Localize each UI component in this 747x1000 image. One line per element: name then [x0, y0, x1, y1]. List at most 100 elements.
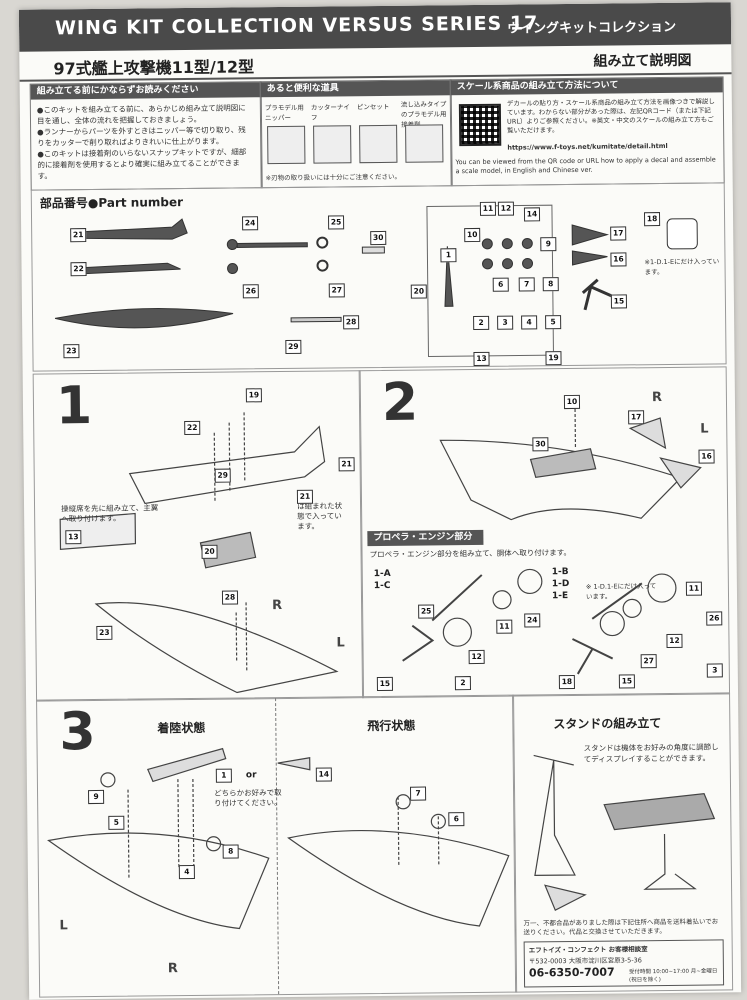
tool-label-cutter: カッターナイフ	[310, 103, 350, 122]
tools-box: あると便利な道具 プラモデル用ニッパー カッターナイフ ピンセット 流し込みタイ…	[259, 79, 453, 189]
step-2-part-label: 16	[698, 449, 715, 464]
step-2-part-label: 30	[532, 437, 549, 452]
prop-part-label: 25	[418, 604, 435, 619]
type-1c: 1-C	[373, 580, 391, 592]
prop-part-label: 27	[640, 654, 657, 669]
prop-part-label: 2	[454, 676, 471, 691]
phone-number[interactable]: 06-6350-7007	[528, 965, 615, 980]
part-number: 5	[545, 315, 562, 330]
step-1-part-label: 20	[201, 544, 218, 559]
fuselage-part-21	[71, 218, 188, 240]
part-number: 7	[518, 277, 535, 292]
step-3-drawing	[47, 747, 510, 930]
part-29	[290, 316, 342, 323]
step-3-part-label: 6	[448, 812, 465, 827]
cement-bottle-icon	[405, 124, 444, 163]
part-number: 25	[328, 215, 345, 230]
part-number: 13	[473, 351, 490, 367]
aircraft-name: 97式艦上攻撃機11型/12型	[53, 57, 255, 79]
scale-url[interactable]: https://www.f-toys.net/kumitate/detail.h…	[507, 141, 668, 152]
step-1-part-label: 21	[296, 489, 314, 504]
tweezers-icon	[359, 124, 398, 164]
step-1-part-label: 22	[184, 420, 201, 436]
parts-note: ※1-D.1-Eにだけ入っています。	[644, 257, 720, 277]
step-1-part-label: 19	[245, 388, 262, 403]
part-16	[571, 250, 608, 266]
part-number: 26	[242, 284, 259, 299]
step-1-part-label: 13	[65, 530, 82, 545]
part-number: 8	[542, 277, 559, 292]
type-1d: 1-D	[551, 579, 570, 590]
step-1-callout: 操縦席を先に組み立て、主翼へ取り付けます。	[61, 503, 159, 524]
step-3-part-label: 4	[178, 864, 195, 880]
choose-note: どちらかお好みで取り付けてください。	[214, 788, 282, 808]
part-number: 28	[343, 315, 360, 330]
fuselage-part-22	[72, 262, 181, 275]
header-bar: WING KIT COLLECTION VERSUS SERIES 17 ウイン…	[18, 2, 732, 52]
part-number: 11	[479, 201, 497, 216]
part-number: 14	[523, 207, 541, 222]
wing-part-23	[54, 308, 234, 329]
part-17	[571, 224, 610, 246]
before-bullet-3: ●このキットは接着剤のいらないスナップキットですが、細部的に接着剤を使用するとよ…	[37, 147, 247, 181]
prop-part-label: 26	[706, 611, 723, 626]
prop-part-label: 11	[685, 581, 703, 596]
tools-note: ※刃物の取り扱いには十分にご注意ください。	[265, 172, 401, 183]
part-number: 3	[497, 315, 514, 330]
part-number: 9	[540, 237, 557, 252]
part-number: 18	[643, 212, 661, 227]
part-30	[361, 246, 385, 254]
business-hours: 受付時間 10:00~17:00 月~金曜日(祝日を除く)	[628, 968, 718, 984]
step-3-left-mark: L	[59, 918, 68, 934]
part-number: 16	[610, 252, 627, 267]
before-bullet-1: ●このキットを組み立てる前に、あらかじめ組み立て説明図に目を通し、全体の流れを把…	[36, 103, 246, 126]
step-1-part-label: 23	[96, 625, 113, 640]
step-3-part-label: 7	[409, 786, 427, 801]
part-number: 19	[545, 351, 562, 366]
part-number: 27	[328, 283, 345, 298]
step-2-left-mark: L	[700, 421, 709, 437]
part-18	[666, 218, 698, 250]
series-title-jp: ウイングキットコレクション	[506, 19, 677, 37]
title-bar: 97式艦上攻撃機11型/12型 組み立て説明図	[19, 44, 732, 82]
prop-part-label: 15	[618, 674, 635, 689]
instruction-sheet: WING KIT COLLECTION VERSUS SERIES 17 ウイン…	[18, 2, 742, 1000]
part-number: 22	[70, 262, 87, 277]
part-number: 1	[440, 248, 457, 263]
series-title: WING KIT COLLECTION VERSUS SERIES 17	[54, 12, 539, 40]
part-number: 10	[464, 227, 481, 243]
prop-engine-heading: プロペラ・エンジン部分	[367, 529, 484, 547]
step-3-part-label: 14	[315, 767, 332, 782]
scale-method-box: スケール系商品の組み立て方法について デカールの貼り方・スケール系商品の組み立て…	[449, 76, 725, 187]
step-1-assembled-note: は組まれた状態で入っています。	[297, 501, 343, 531]
scale-english: You can be viewed from the QR code or UR…	[455, 155, 716, 176]
guide-title: 組み立て説明図	[593, 52, 692, 70]
propeller-part-15	[581, 278, 614, 311]
prop-part-label: 24	[524, 613, 541, 628]
step-2-part-label: 17	[628, 410, 645, 425]
part-number: 6	[492, 277, 509, 292]
part-number: 21	[70, 228, 87, 243]
step-1-part-label: 21	[338, 457, 355, 472]
step-2-part-label: 10	[563, 394, 581, 410]
before-assembly-box: 組み立てる前にかならずお読みください ●このキットを組み立てる前に、あらかじめ組…	[29, 81, 263, 191]
part-number: 23	[63, 344, 80, 359]
prop-part-label: 18	[558, 674, 575, 690]
parts-drawings	[54, 204, 698, 357]
cutter-knife-icon	[313, 125, 352, 164]
type-1b: 1-B	[551, 567, 569, 578]
step-1-panel: 1 操縦席を先に組み立て、主翼へ取り付けます。 は組まれた状態で入っています。 …	[32, 370, 365, 702]
part-number: 4	[521, 315, 538, 330]
parts-box: 部品番号●Part number	[30, 182, 727, 372]
scale-text: デカールの貼り方・スケール系商品の組み立て方法を画像つきで解説しています。わから…	[506, 97, 715, 135]
qr-code-icon[interactable]	[458, 103, 502, 147]
step-2-panel: 2 10 17 30 16 R L	[358, 366, 731, 699]
part-runner-26	[236, 242, 308, 248]
step-1-right-mark: R	[272, 598, 283, 614]
prop-part-label: 12	[468, 649, 485, 665]
part-number: 12	[497, 201, 515, 216]
prop-part-label: 15	[376, 676, 393, 692]
nipper-icon	[267, 125, 306, 165]
step-3-part-label: 9	[88, 789, 105, 805]
company-address: 〒532-0003 大阪市淀川区宮原3-5-36	[528, 956, 642, 966]
